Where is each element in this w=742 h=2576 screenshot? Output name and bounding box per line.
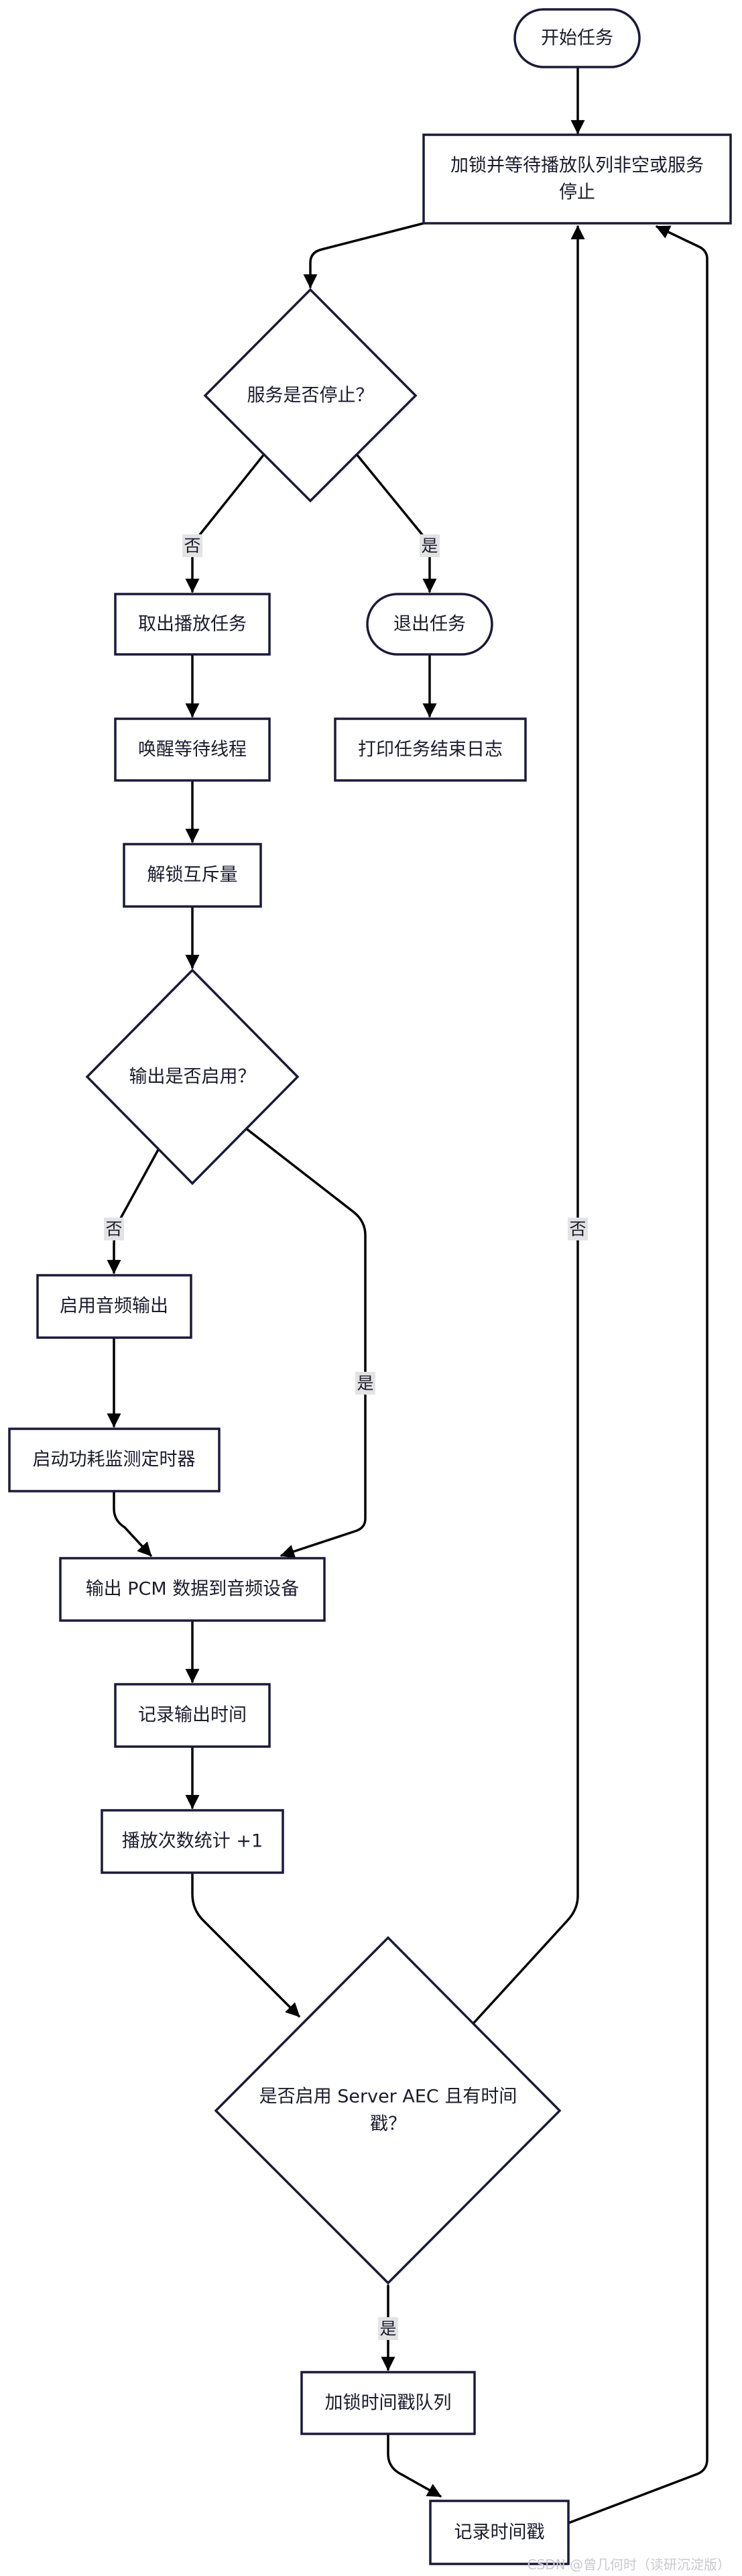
lock-timestamp-queue-process: 加锁时间戳队列 [300, 2371, 476, 2435]
start-timer-process: 启动功耗监测定时器 [8, 1427, 221, 1492]
edge-play-count-to-server-aec [191, 1871, 300, 2017]
svg-text:启用音频输出: 启用音频输出 [60, 1296, 168, 1317]
edge-lock-ts-to-record-ts [387, 2433, 442, 2498]
nodes: 开始任务 加锁并等待播放队列非空或服务 停止 服务是否停止？ 取出播放任务 退出… [8, 8, 732, 2565]
server-aec-decision: 是否启用 Server AEC 且有时间 戳？ [214, 1936, 562, 2285]
edge-label-service-no: 否 [182, 534, 202, 557]
svg-text:记录时间戳: 记录时间戳 [454, 2522, 545, 2543]
watermark: CSDN @曾几何时（读研沉淀版） [528, 2557, 731, 2573]
edges [107, 66, 708, 2524]
svg-text:退出任务: 退出任务 [393, 614, 466, 635]
edge-lock-wait-to-service-stopped [303, 222, 425, 289]
svg-text:打印任务结束日志: 打印任务结束日志 [358, 740, 503, 760]
svg-text:服务是否停止？: 服务是否停止？ [247, 386, 374, 406]
svg-text:记录输出时间: 记录输出时间 [138, 1705, 247, 1726]
edge-output-enabled-no [107, 1147, 160, 1275]
enable-audio-process: 启用音频输出 [36, 1274, 192, 1339]
edge-label-output-no: 否 [104, 1218, 124, 1240]
edge-label-aec-no: 否 [568, 1218, 588, 1240]
edge-timer-to-output-pcm [113, 1490, 152, 1557]
record-timestamp-process: 记录时间戳 [429, 2500, 570, 2565]
edge-service-stopped-no [185, 455, 264, 593]
svg-text:否: 否 [569, 1220, 586, 1239]
svg-text:停止: 停止 [559, 182, 595, 203]
svg-text:是: 是 [379, 2319, 396, 2339]
unlock-mutex-process: 解锁互斥量 [123, 843, 262, 908]
svg-text:解锁互斥量: 解锁互斥量 [147, 865, 238, 886]
edge-label-service-yes: 是 [420, 534, 440, 557]
svg-text:加锁并等待播放队列非空或服务: 加锁并等待播放队列非空或服务 [450, 156, 704, 176]
wake-threads-process: 唤醒等待线程 [114, 717, 271, 782]
svg-text:播放次数统计 +1: 播放次数统计 +1 [122, 1831, 263, 1852]
edge-labels: 否 是 否 是 否 是 [104, 534, 588, 2340]
play-count-process: 播放次数统计 +1 [101, 1809, 284, 1874]
svg-text:戳？: 戳？ [370, 2114, 406, 2135]
svg-text:启动功耗监测定时器: 启动功耗监测定时器 [33, 1450, 196, 1470]
svg-text:是: 是 [357, 1374, 373, 1393]
service-stopped-decision: 服务是否停止？ [203, 288, 418, 503]
svg-text:否: 否 [184, 536, 200, 556]
svg-text:开始任务: 开始任务 [541, 28, 613, 49]
edge-output-enabled-yes [245, 1127, 367, 1559]
output-pcm-process: 输出 PCM 数据到音频设备 [59, 1557, 326, 1622]
edge-record-ts-to-lock-wait [567, 225, 708, 2524]
svg-text:输出 PCM 数据到音频设备: 输出 PCM 数据到音频设备 [86, 1579, 300, 1600]
edge-label-aec-yes: 是 [378, 2317, 398, 2340]
svg-text:取出播放任务: 取出播放任务 [138, 614, 247, 635]
output-enabled-decision: 输出是否启用？ [85, 968, 300, 1185]
start-terminal: 开始任务 [513, 8, 641, 68]
take-task-process: 取出播放任务 [114, 593, 271, 656]
exit-task-terminal: 退出任务 [366, 593, 493, 656]
svg-text:是否启用 Server AEC 且有时间: 是否启用 Server AEC 且有时间 [259, 2087, 517, 2107]
edge-service-stopped-yes [357, 455, 437, 593]
svg-text:唤醒等待线程: 唤醒等待线程 [138, 740, 247, 760]
edge-label-output-yes: 是 [355, 1372, 375, 1395]
record-output-time-process: 记录输出时间 [114, 1683, 271, 1748]
svg-text:否: 否 [105, 1220, 122, 1239]
lock-wait-process: 加锁并等待播放队列非空或服务 停止 [422, 133, 732, 225]
print-log-process: 打印任务结束日志 [334, 717, 527, 782]
svg-text:加锁时间戳队列: 加锁时间戳队列 [325, 2393, 452, 2414]
edge-server-aec-no [472, 225, 585, 2025]
svg-text:输出是否启用？: 输出是否启用？ [129, 1067, 256, 1088]
svg-text:是: 是 [421, 536, 438, 556]
